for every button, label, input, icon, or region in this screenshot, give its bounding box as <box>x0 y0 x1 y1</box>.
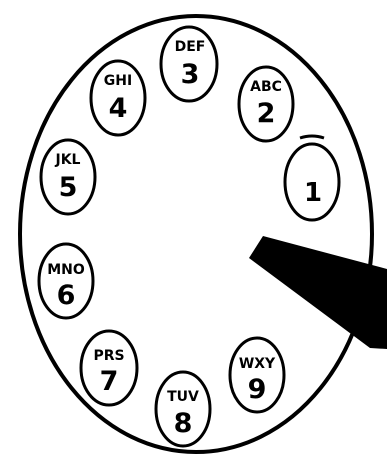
hole-letters: WXY <box>239 356 276 372</box>
hole-letters: GHI <box>104 73 132 89</box>
hole-digit: 2 <box>257 98 276 129</box>
hole-letters: PRS <box>93 348 124 364</box>
hole-digit: 7 <box>100 366 119 397</box>
hole-letters: MNO <box>47 262 85 278</box>
hole-letters: DEF <box>175 39 206 55</box>
hole-letters: JKL <box>55 152 81 168</box>
dial-hole-9[interactable]: WXY 9 <box>230 338 284 412</box>
hole-digit: 8 <box>174 408 193 439</box>
dial-hole-4[interactable]: GHI 4 <box>91 61 145 135</box>
dial-hole-7[interactable]: PRS 7 <box>81 331 137 405</box>
dial-hole-3[interactable]: DEF 3 <box>161 27 217 101</box>
hole-digit: 3 <box>181 59 200 90</box>
hole-digit: 1 <box>304 178 322 208</box>
dial-hole-6[interactable]: MNO 6 <box>39 244 93 318</box>
hole-digit: 4 <box>109 93 128 124</box>
dial-hole-5[interactable]: JKL 5 <box>41 140 95 214</box>
dial-hole-2[interactable]: ABC 2 <box>239 67 293 141</box>
dial-hole-8[interactable]: TUV 8 <box>156 372 210 446</box>
hole-letters: ABC <box>250 79 282 95</box>
hole-digit: 5 <box>59 172 78 203</box>
hole-digit: 9 <box>248 374 267 405</box>
hole-letters: TUV <box>167 389 199 405</box>
hole-digit: 6 <box>57 280 76 311</box>
